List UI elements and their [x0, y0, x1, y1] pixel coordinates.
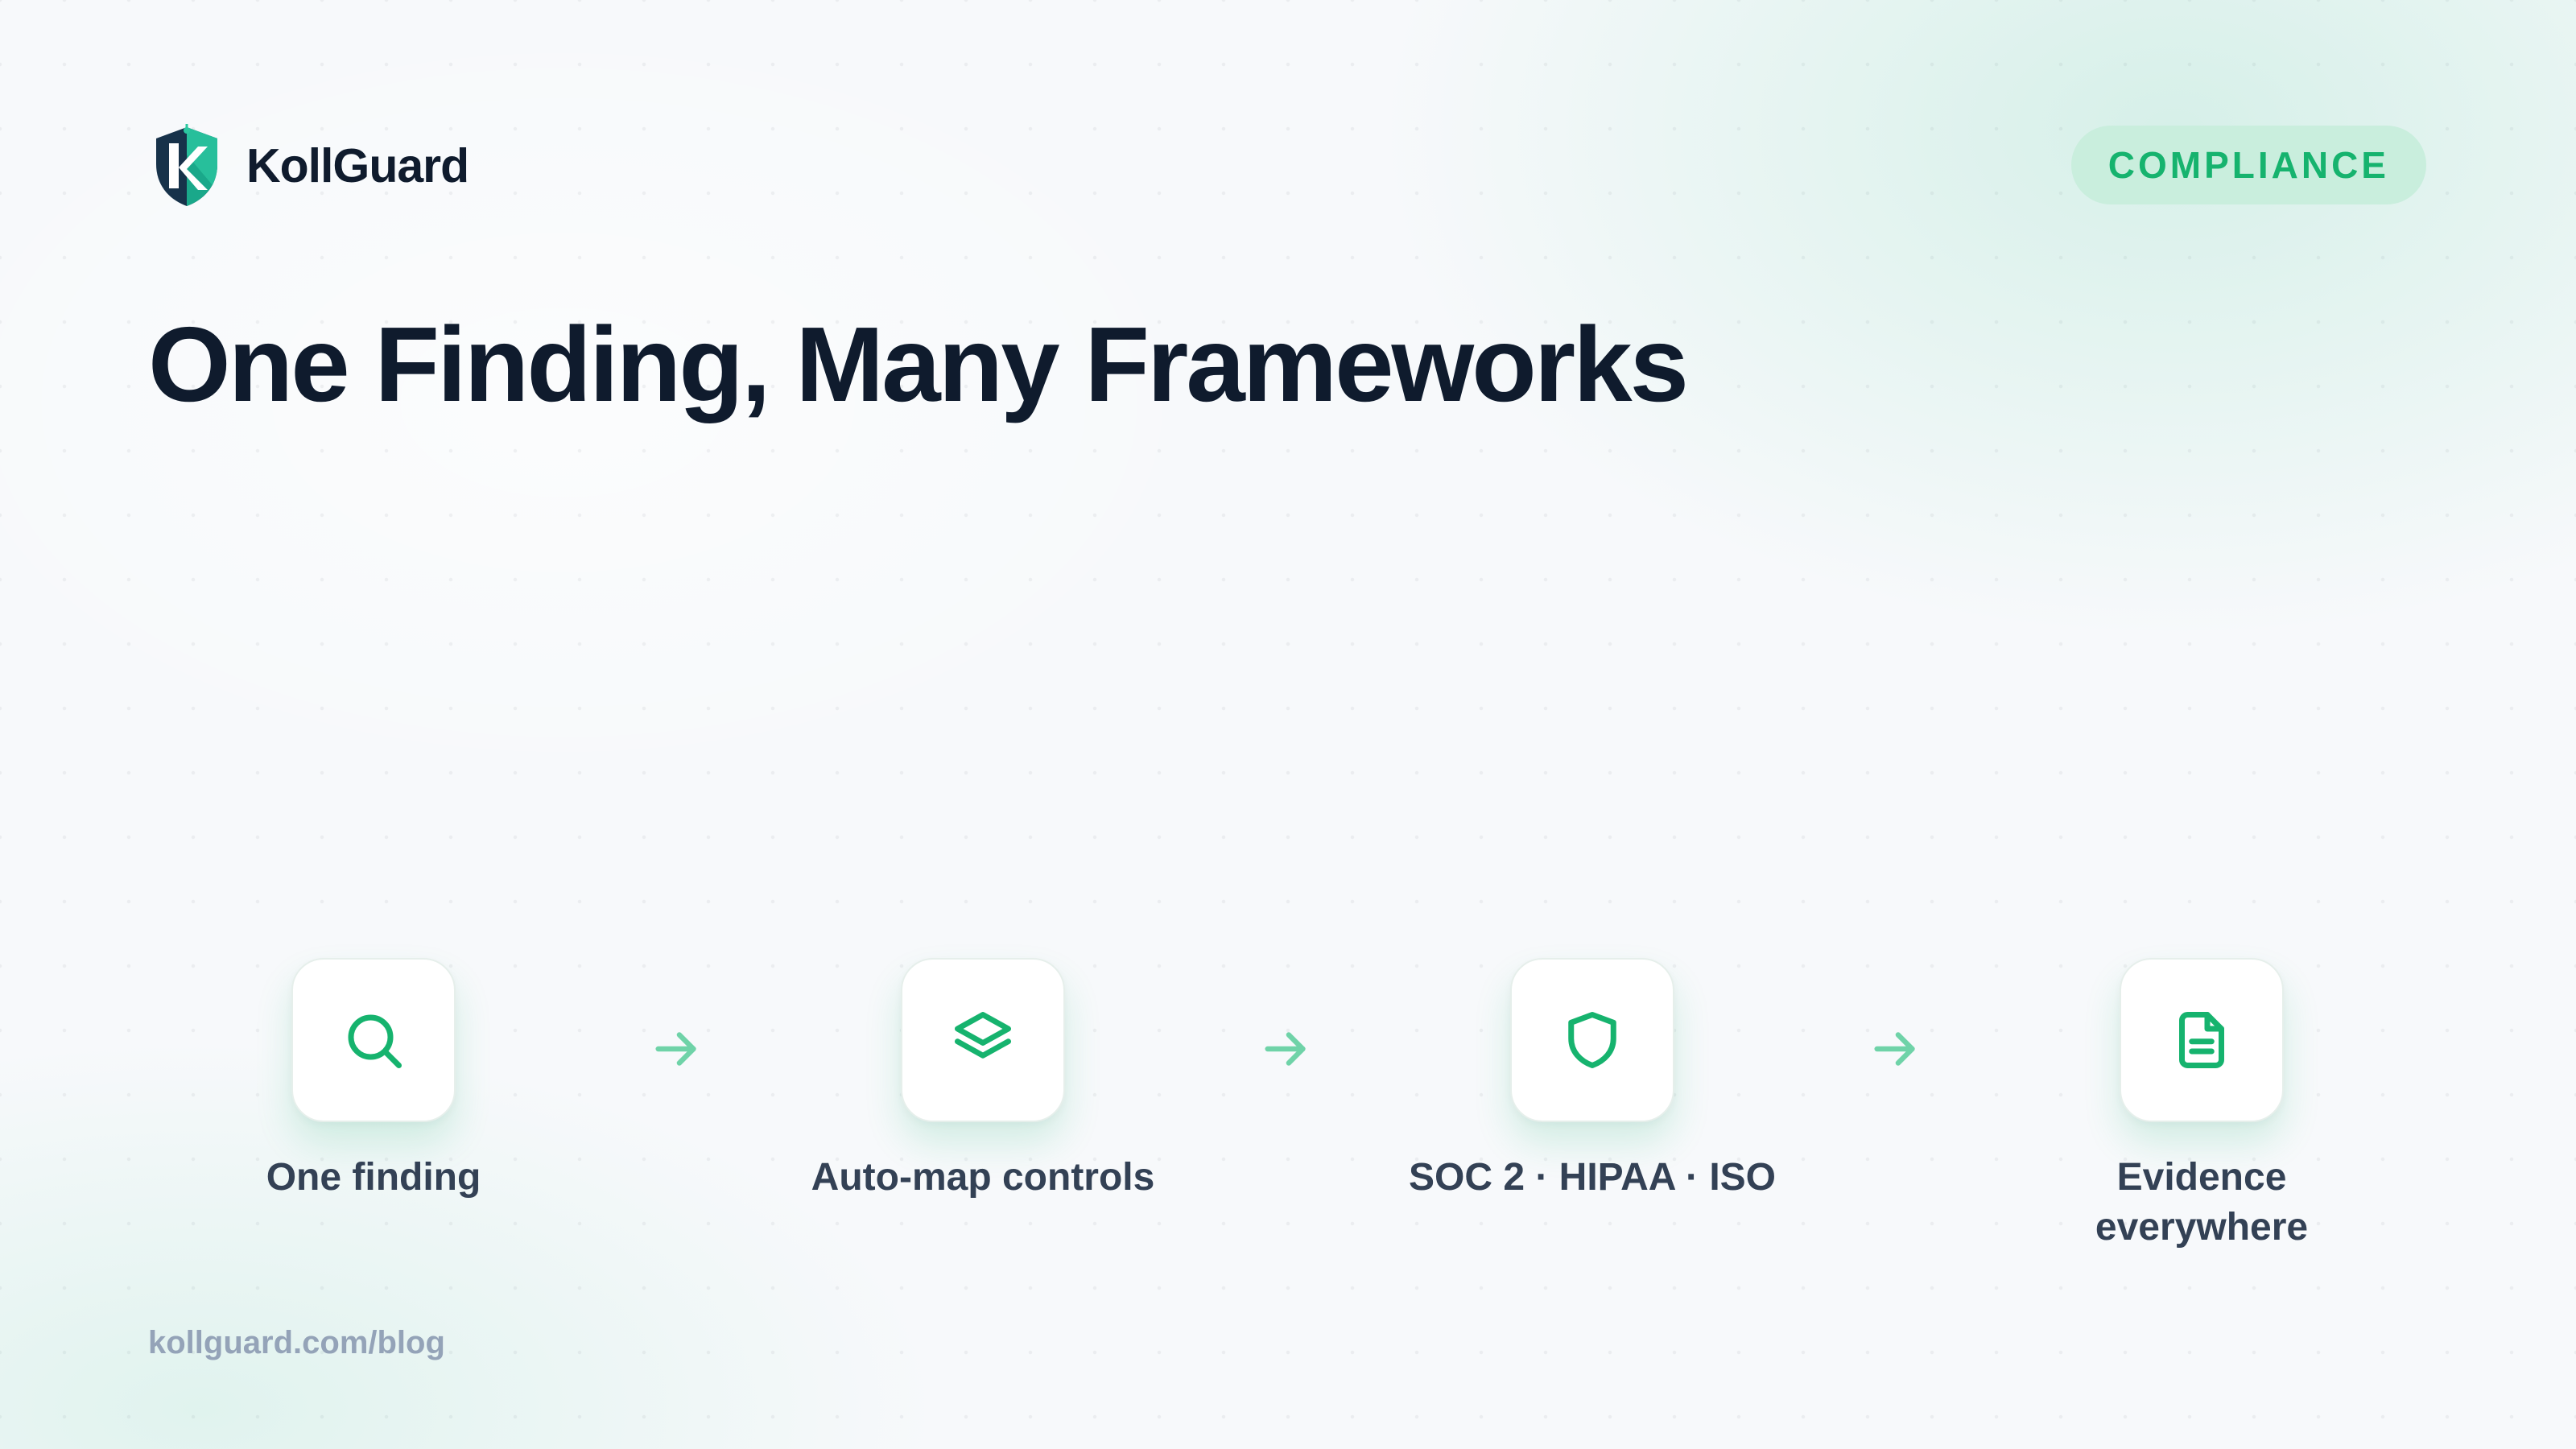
arrow-right-icon — [655, 1032, 696, 1066]
step-icon-card — [901, 958, 1065, 1122]
flow-step-evidence-everywhere: Evidence everywhere — [1976, 958, 2427, 1253]
kollguard-shield-logo — [156, 124, 217, 206]
step-label: Evidence everywhere — [2095, 1156, 2309, 1249]
page-title: One Finding, Many Frameworks — [148, 305, 1689, 423]
step-label: SOC 2 · HIPAA · ISO — [1408, 1156, 1777, 1199]
step-icon-card — [1510, 958, 1674, 1122]
document-icon — [2179, 1012, 2224, 1068]
flow-step-frameworks: SOC 2 · HIPAA · ISO — [1367, 958, 1818, 1203]
flow-step-one-finding: One finding — [148, 958, 599, 1203]
footer-blog-link[interactable]: kollguard.com/blog — [148, 1325, 445, 1360]
step-icon-card — [291, 958, 456, 1122]
layers-icon — [955, 1012, 1011, 1059]
flow-step-auto-map-controls: Auto-map controls — [758, 958, 1208, 1203]
brand[interactable]: KollGuard — [148, 122, 469, 209]
search-icon — [348, 1014, 402, 1068]
brand-name: KollGuard — [246, 139, 469, 192]
arrow-right-icon — [1874, 1032, 1915, 1066]
step-icon-card — [2120, 958, 2284, 1122]
step-label: One finding — [266, 1156, 481, 1199]
step-label: Auto-map controls — [811, 1156, 1155, 1199]
category-badge[interactable]: COMPLIANCE — [2070, 126, 2426, 204]
shield-icon — [1568, 1012, 1616, 1068]
arrow-right-icon — [1265, 1032, 1306, 1066]
